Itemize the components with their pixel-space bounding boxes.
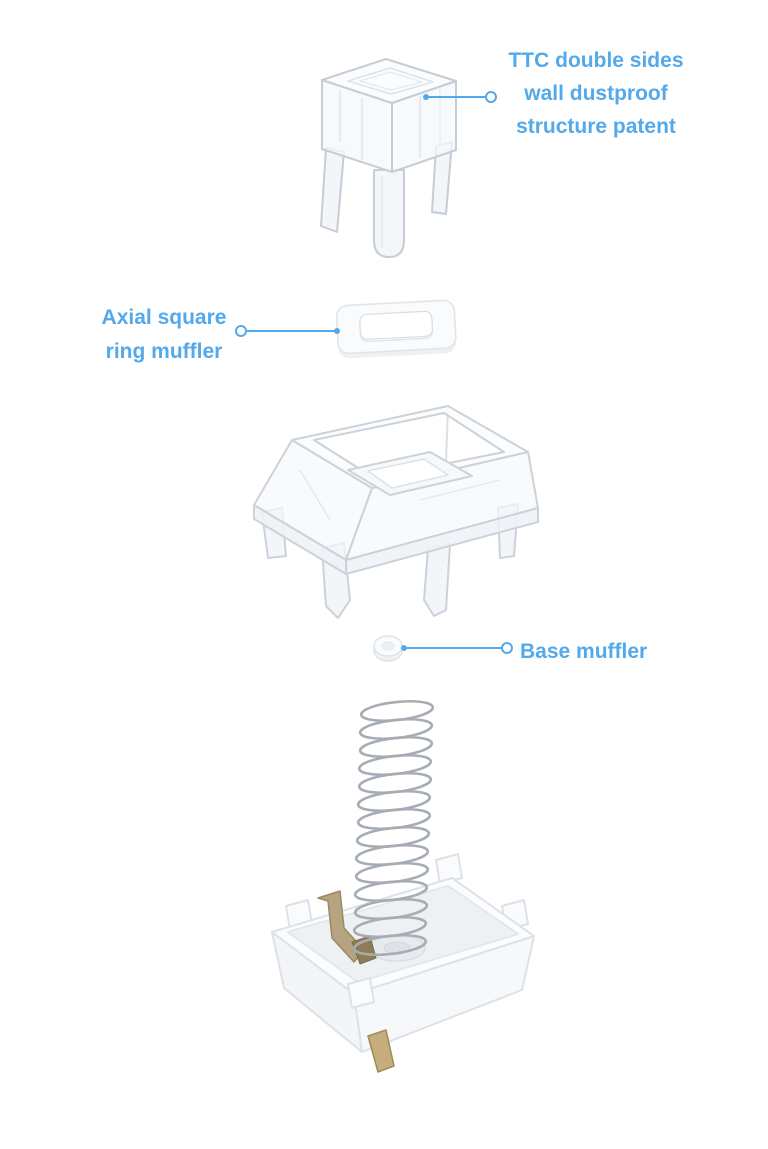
base-muffler-illustration	[373, 635, 403, 662]
bottom-housing-illustration	[271, 853, 535, 1073]
leader-ring-top	[485, 91, 497, 103]
callout-ring-line2: ring muffler	[105, 340, 223, 363]
leader-line-ring-muffler	[235, 325, 340, 337]
leader-line-base-muffler	[401, 642, 513, 654]
leader-ring-muffler	[235, 325, 247, 337]
callout-top-housing: TTC double sides wall dustproof structur…	[498, 44, 694, 143]
leader-line-top-housing	[423, 91, 497, 103]
leader-ring-base	[501, 642, 513, 654]
callout-top-line1: TTC double sides	[508, 49, 684, 72]
upper-housing-illustration	[253, 405, 539, 619]
spring-illustration	[352, 699, 435, 957]
leader-dot-muffler	[334, 328, 340, 334]
callout-base-label: Base muffler	[520, 640, 648, 663]
stem-dustproof-cover-illustration	[320, 58, 457, 258]
gold-pin	[367, 1029, 395, 1073]
callout-top-line3: structure patent	[516, 115, 676, 138]
callout-base-muffler: Base muffler	[520, 635, 680, 668]
callout-top-line2: wall dustproof	[524, 82, 668, 105]
callout-ring-muffler: Axial square ring muffler	[90, 301, 238, 369]
callout-ring-line1: Axial square	[101, 306, 227, 329]
axial-square-ring-muffler-illustration	[335, 299, 457, 359]
